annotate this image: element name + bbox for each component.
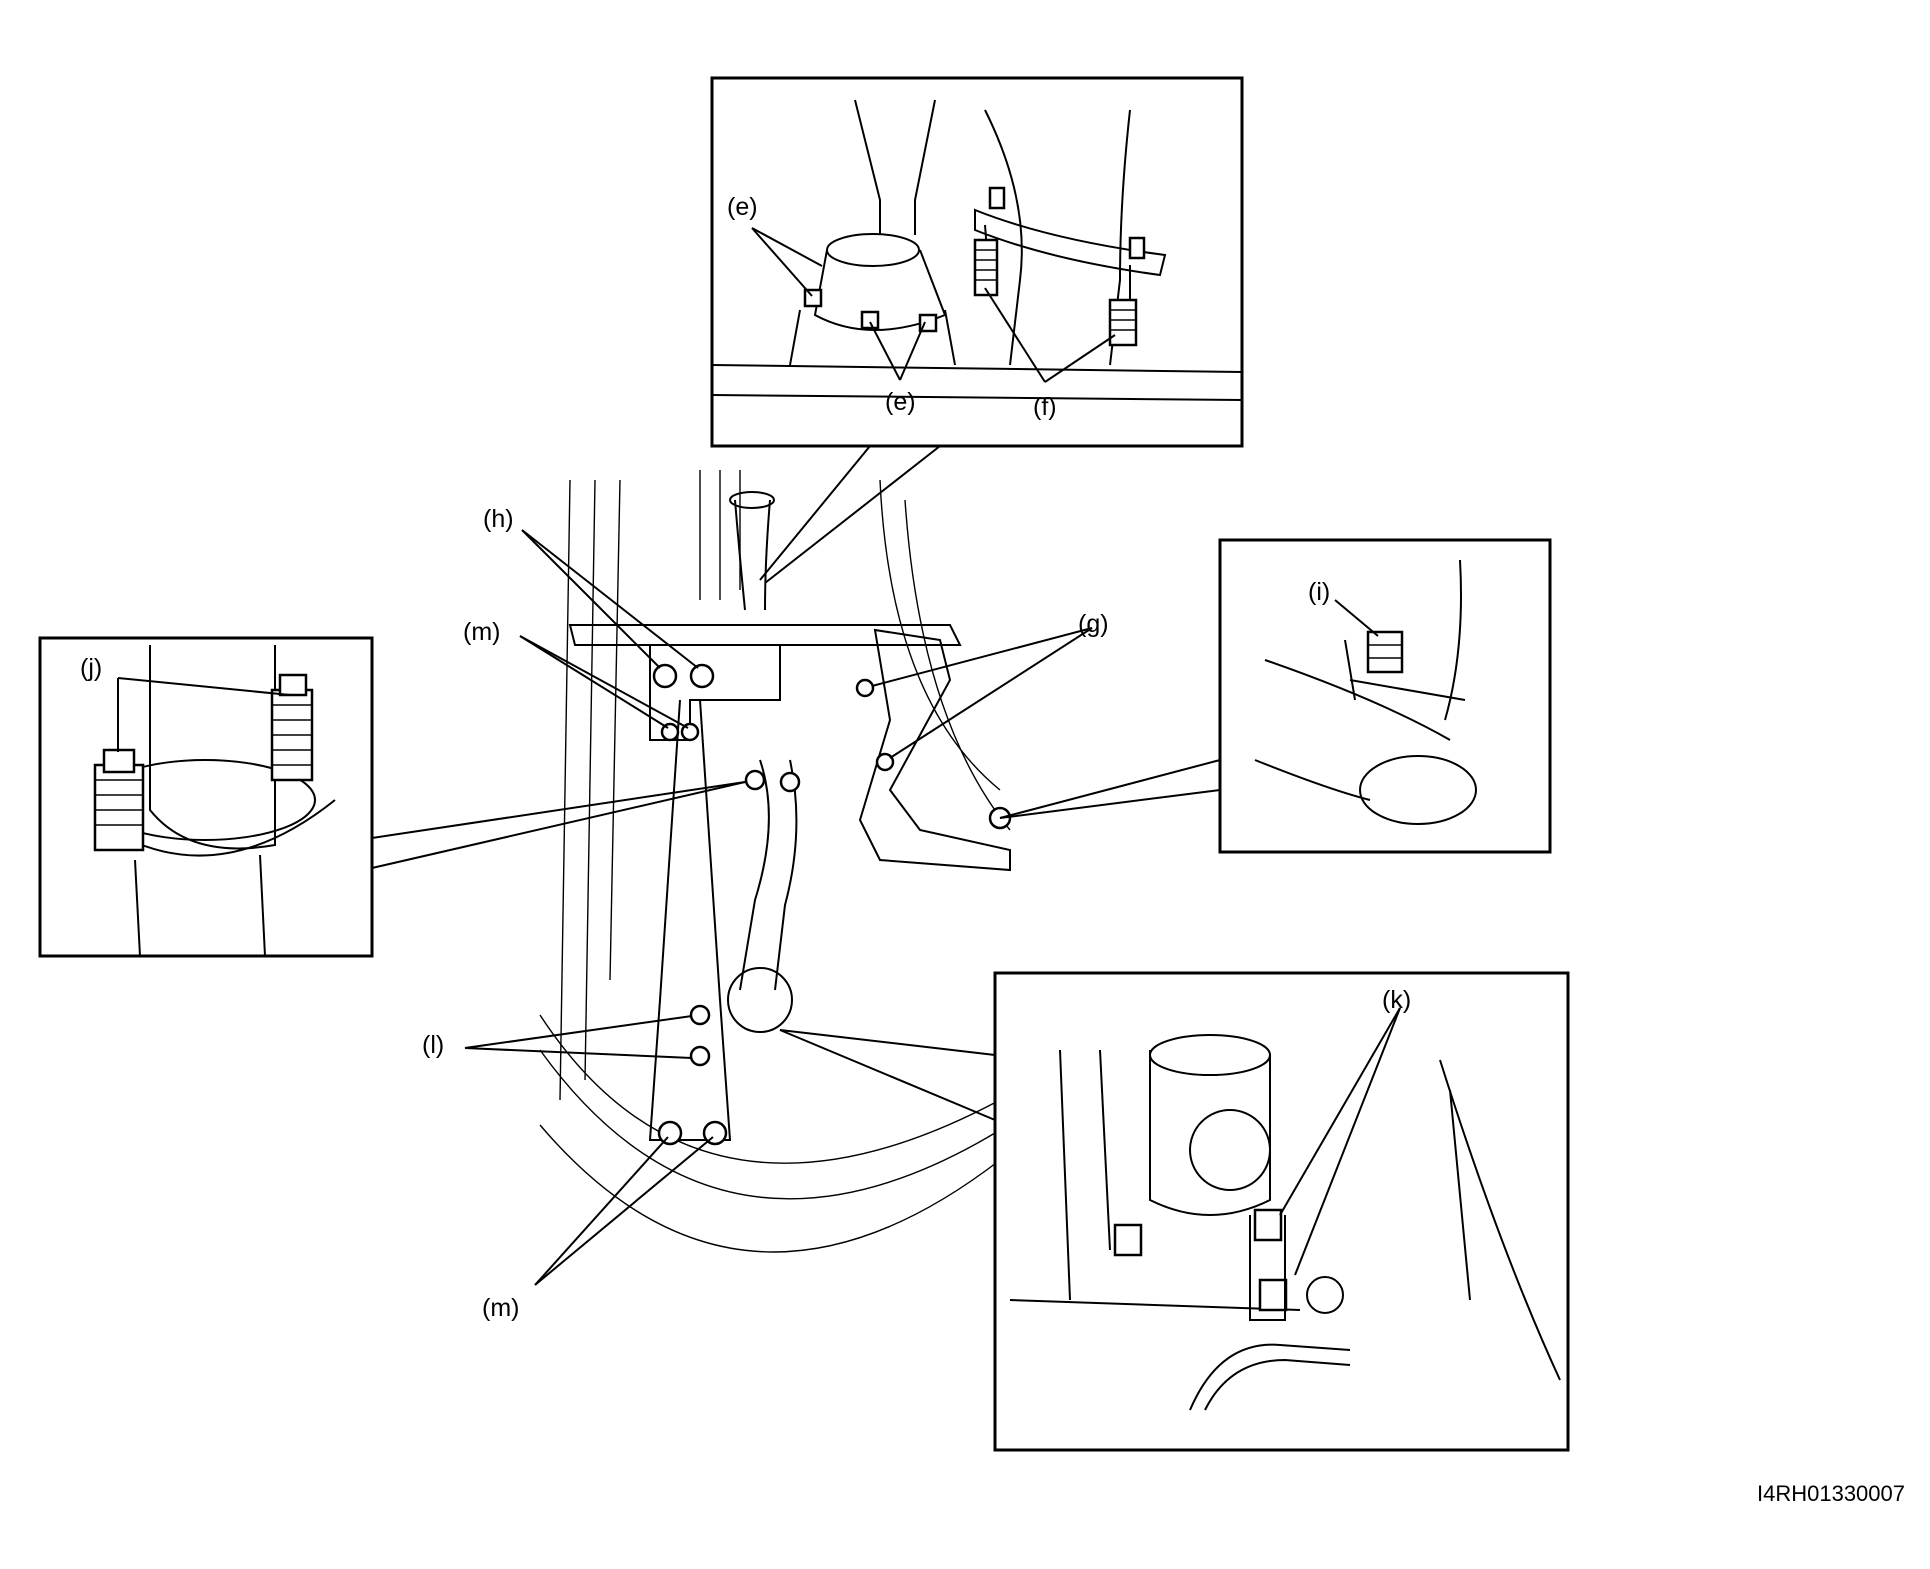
spring-bolt-j-right [270, 673, 314, 782]
spring-bolt-j-left [93, 748, 145, 852]
spring-bolt-right [1108, 298, 1138, 347]
callout-l: (l) [422, 1031, 444, 1059]
pointer-right-inset [999, 759, 1221, 819]
callout-k: (k) [1382, 986, 1411, 1014]
callout-i: (i) [1308, 578, 1330, 606]
main-assembly [539, 470, 1012, 1253]
inset-right: (i) [1218, 538, 1552, 854]
callout-f: (f) [1033, 393, 1057, 421]
figure-code: I4RH01330007 [1757, 1481, 1905, 1506]
callout-h: (h) [483, 505, 514, 533]
inset-top: (e) (e) (f) [710, 76, 1244, 448]
callout-e-lower: (e) [885, 388, 916, 416]
pointer-bottom-right-inset [779, 1029, 996, 1056]
inset-left: (j) [38, 636, 374, 958]
pointer-top-inset [759, 445, 871, 581]
main-callouts: (h) (m) (g) (l) (m) [422, 505, 1109, 1322]
callout-j: (j) [80, 654, 102, 682]
callout-m-upper: (m) [463, 618, 500, 646]
callout-g: (g) [1078, 610, 1109, 638]
spring-bolt-left [973, 238, 999, 297]
callout-e-upper: (e) [727, 193, 758, 221]
pointer-left-inset [371, 781, 746, 869]
inset-bottom-right: (k) [993, 971, 1570, 1452]
callout-m-lower: (m) [482, 1294, 519, 1322]
